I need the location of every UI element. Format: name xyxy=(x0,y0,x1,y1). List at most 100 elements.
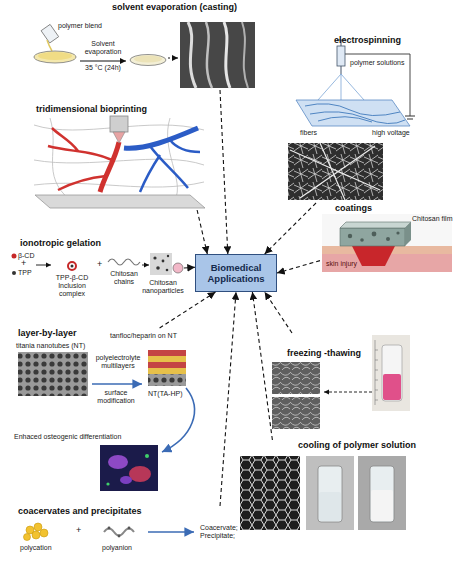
multilayer-stack xyxy=(148,350,186,356)
electrospinning-setup xyxy=(337,46,345,66)
polycation-icon xyxy=(34,523,42,531)
casting-illustration xyxy=(130,55,166,66)
electrospinning-setup xyxy=(405,116,415,119)
sample-photo xyxy=(371,490,393,521)
polycation-icon xyxy=(24,534,31,541)
sem-image xyxy=(290,143,380,200)
bioprinting-illustration xyxy=(110,116,128,132)
sem-image xyxy=(240,456,300,530)
bioprinting-illustration xyxy=(48,128,112,190)
polyanion-icon xyxy=(128,527,131,530)
casting-illustration xyxy=(41,24,59,43)
method-heading: freezing -thawing xyxy=(287,348,361,359)
gelation-illustration xyxy=(12,271,16,275)
figure-label: 35 °C (24h) xyxy=(78,64,128,72)
sem-image xyxy=(224,22,230,88)
electrospinning-setup xyxy=(305,104,405,124)
gelation-illustration xyxy=(173,263,183,273)
sample-photo xyxy=(375,340,378,405)
sem-image xyxy=(272,362,320,429)
central-box: Biomedical Applications xyxy=(195,254,277,292)
curved-arrow xyxy=(162,388,194,452)
surface-modification-arrow xyxy=(92,384,142,385)
casting-illustration xyxy=(47,40,52,51)
gelation-illustration xyxy=(71,265,74,268)
sem-image xyxy=(180,22,255,88)
figure-label: polyanion xyxy=(102,544,132,552)
gelation-illustration xyxy=(166,269,169,272)
sem-image xyxy=(180,22,255,88)
gelation-illustration xyxy=(153,256,156,259)
gelation-illustration xyxy=(150,253,172,275)
dashed-arrow xyxy=(220,90,228,254)
casting-illustration xyxy=(168,58,178,59)
multilayer-stack xyxy=(148,362,186,368)
dashed-arrow xyxy=(265,203,316,254)
gelation-illustration xyxy=(156,266,160,270)
multilayer-stack xyxy=(148,374,186,386)
method-heading: cooling of polymer solution xyxy=(298,440,416,451)
gelation-illustration xyxy=(12,254,17,259)
fluorescence-image xyxy=(106,482,109,485)
sem-image xyxy=(188,22,196,88)
figure-label: Chitosan chains xyxy=(104,270,144,286)
coating-illustration xyxy=(360,238,364,242)
figure-label: surface modification xyxy=(88,389,144,405)
figure-label: TPP-β-CD Inclusion complex xyxy=(48,274,96,298)
figure-label: Enhaced osteogenic differentiation xyxy=(14,433,139,441)
curved-arrow xyxy=(162,388,194,452)
sem-image xyxy=(206,22,212,88)
sample-photo xyxy=(324,335,410,411)
multilayer-stack xyxy=(148,350,186,386)
coating-illustration xyxy=(372,232,377,237)
casting-illustration xyxy=(34,24,178,65)
coating-illustration xyxy=(340,222,411,228)
fluorescence-image xyxy=(120,476,132,484)
sample-photo xyxy=(306,456,354,530)
sample-photo xyxy=(306,456,406,530)
bioprinting-illustration xyxy=(124,128,198,148)
polycation-icon xyxy=(32,531,40,539)
surface-modification-arrow xyxy=(92,383,142,385)
casting-illustration xyxy=(38,52,72,60)
nanotube-image xyxy=(18,352,88,396)
dashed-arrow xyxy=(277,261,320,273)
method-heading: solvent evaporation (casting) xyxy=(112,2,237,13)
nanotube-image xyxy=(18,352,88,396)
method-panel: cooling of polymer solution xyxy=(238,440,410,532)
coating-illustration xyxy=(405,222,411,246)
fluorescence-image xyxy=(108,455,128,469)
sample-photo xyxy=(318,466,342,522)
casting-illustration xyxy=(134,56,162,63)
bioprinting-illustration xyxy=(100,142,119,192)
figure-label: Chitosan nanoparticles xyxy=(140,279,186,295)
coating-illustration xyxy=(396,231,399,234)
gelation-illustration xyxy=(162,260,165,263)
figure-label: tanfloc/heparin on NT xyxy=(110,332,190,340)
dashed-arrow xyxy=(252,292,272,440)
figure-label: Chitosan film xyxy=(412,215,452,223)
sem-image xyxy=(272,362,320,394)
dashed-arrow xyxy=(197,210,207,254)
gelation-illustration xyxy=(36,265,51,266)
bioprinting-illustration xyxy=(34,116,205,208)
figure-label: high voltage xyxy=(372,129,410,137)
gelation-illustration xyxy=(12,253,184,275)
bioprinting-illustration xyxy=(113,132,125,143)
fluorescence-image xyxy=(145,454,149,458)
figure-label: NT(TA-HP) xyxy=(148,390,192,398)
fluorescence-image xyxy=(100,445,158,491)
coating-illustration xyxy=(352,246,395,266)
polyanion-icon xyxy=(104,527,134,538)
polyanion-icon xyxy=(118,535,121,538)
sem-image xyxy=(272,397,320,429)
dashed-arrow xyxy=(160,292,216,328)
method-heading: coacervates and precipitates xyxy=(18,506,142,517)
coating-illustration xyxy=(322,214,452,272)
electrospinning-setup xyxy=(318,74,364,100)
gelation-illustration xyxy=(167,255,169,257)
polyanion-icon xyxy=(108,527,111,530)
coating-illustration xyxy=(340,228,405,246)
